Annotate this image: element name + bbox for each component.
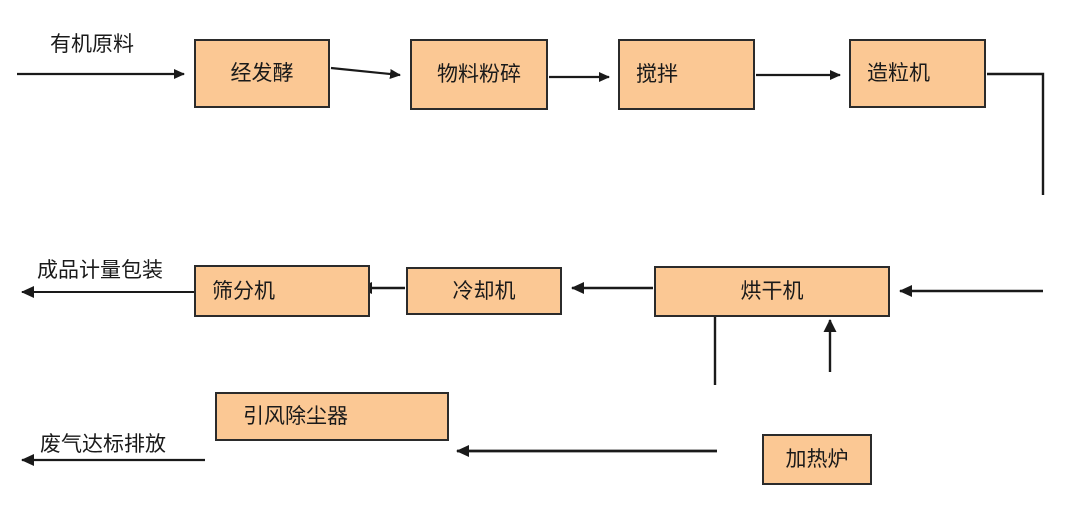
node-dust-collector[interactable]: 引风除尘器	[215, 392, 449, 441]
node-mixing[interactable]: 搅拌	[618, 39, 755, 110]
label-exhaust-output: 废气达标排放	[40, 432, 166, 456]
node-cooler-label: 冷却机	[452, 278, 516, 303]
label-packaging-output: 成品计量包装	[37, 258, 163, 282]
node-dryer[interactable]: 烘干机	[654, 266, 890, 317]
node-granulator-label: 造粒机	[867, 61, 930, 85]
node-cooler[interactable]: 冷却机	[406, 267, 562, 315]
node-screening-label: 筛分机	[212, 278, 275, 303]
connector-fermentation-to-crushing	[330, 66, 401, 79]
node-crushing[interactable]: 物料粉碎	[410, 39, 548, 110]
node-screening[interactable]: 筛分机	[194, 265, 370, 317]
node-heating-furnace[interactable]: 加热炉	[762, 434, 872, 485]
node-fermentation-label: 经发酵	[230, 61, 294, 85]
node-dust-collector-label: 引风除尘器	[243, 404, 348, 428]
node-dryer-label: 烘干机	[740, 279, 804, 303]
connector-granulator-down	[987, 72, 1045, 195]
node-mixing-label: 搅拌	[636, 62, 678, 86]
node-crushing-label: 物料粉碎	[437, 62, 521, 86]
node-heating-furnace-label: 加热炉	[785, 447, 849, 471]
label-raw-material: 有机原料	[50, 32, 134, 56]
node-granulator[interactable]: 造粒机	[849, 39, 986, 108]
node-fermentation[interactable]: 经发酵	[194, 39, 330, 108]
